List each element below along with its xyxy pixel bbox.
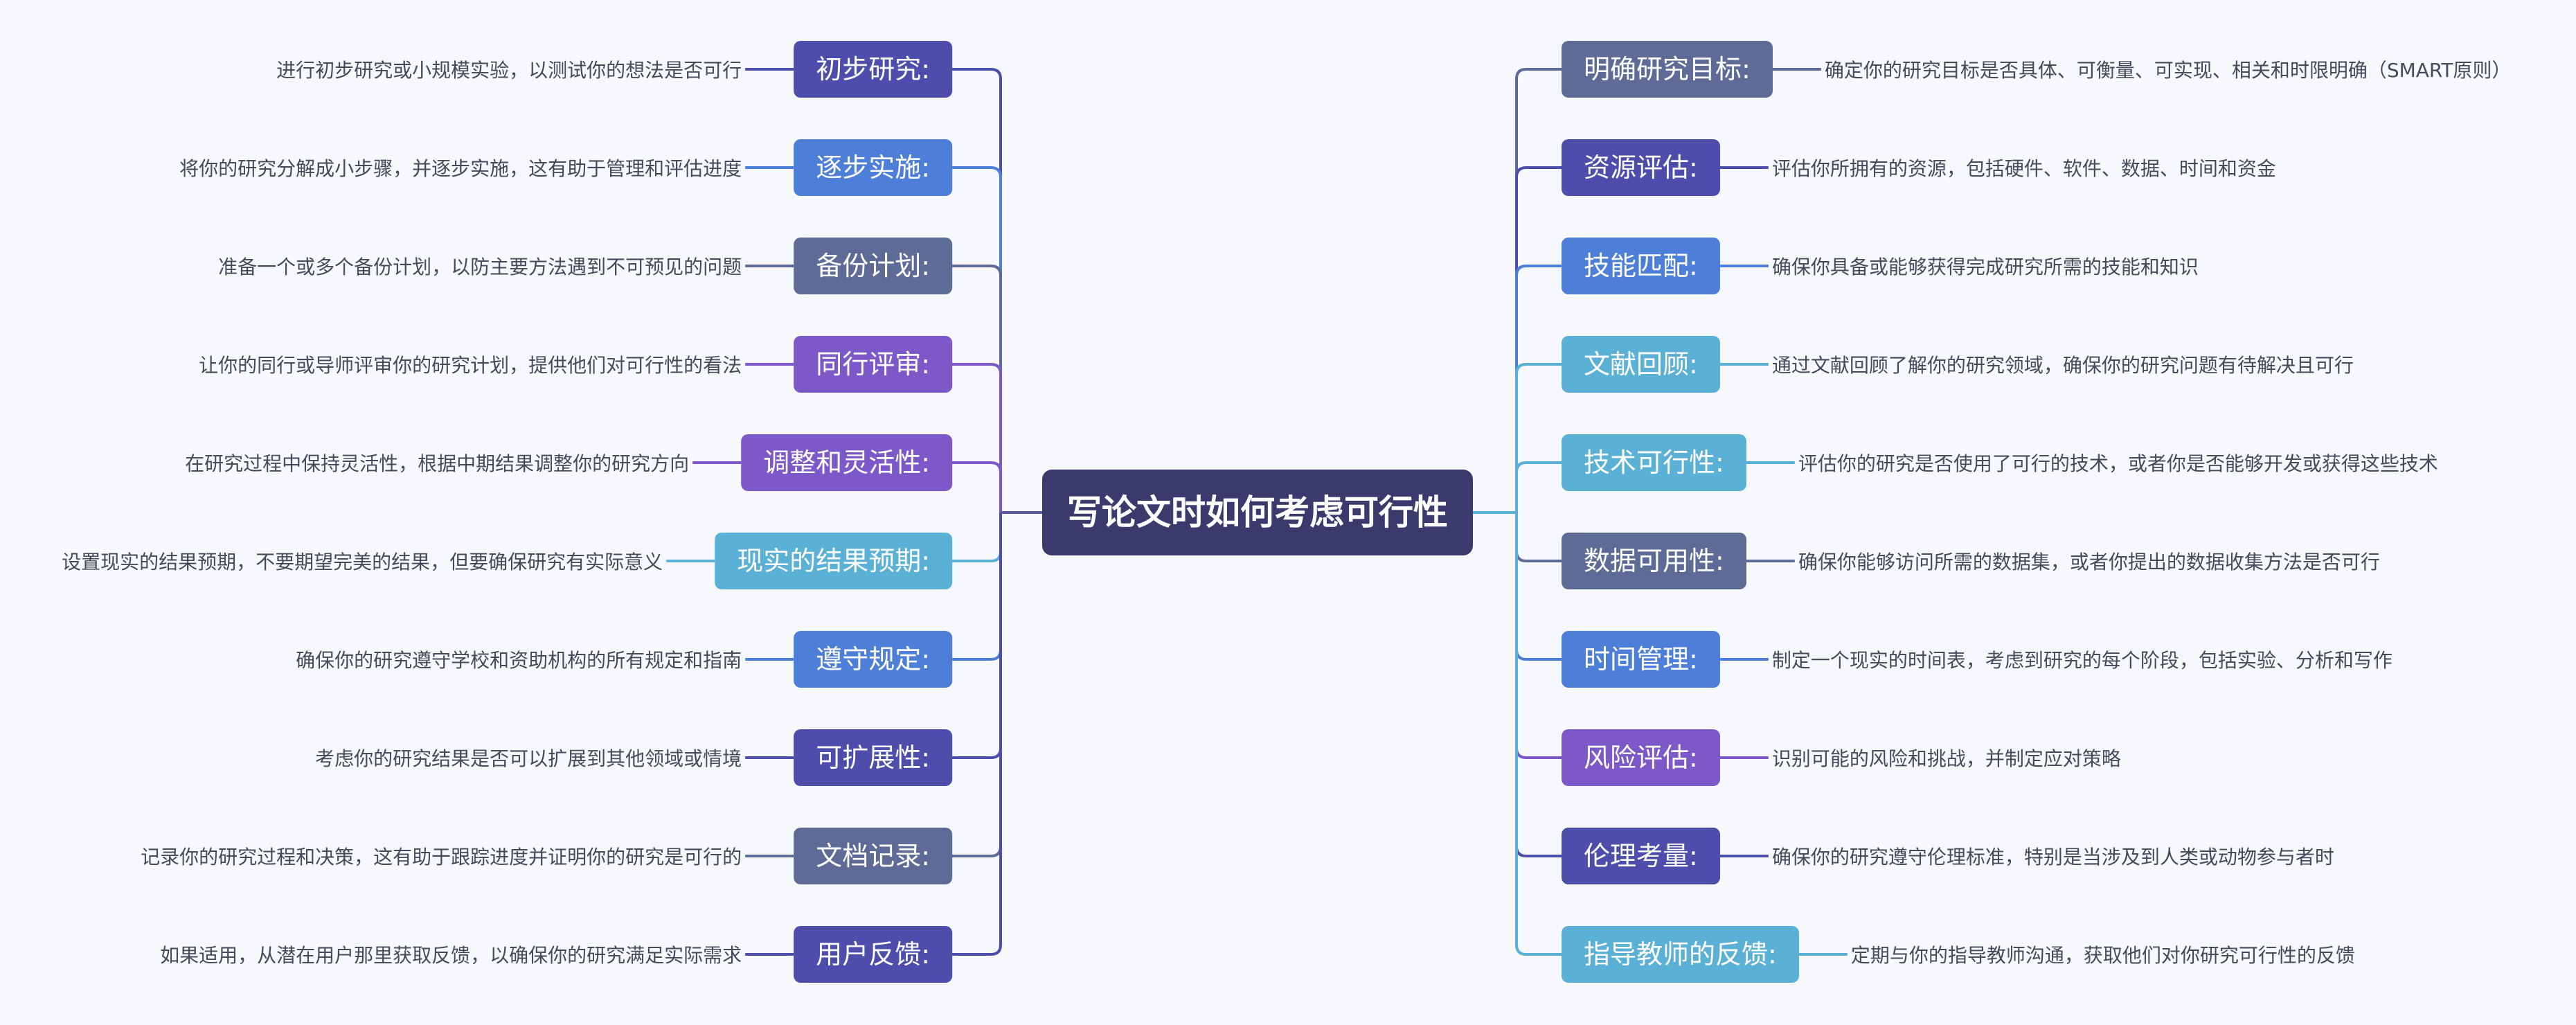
branch-description: 将你的研究分解成小步骤，并逐步实施，这有助于管理和评估进度 (179, 157, 742, 180)
branch-description: 确保你具备或能够获得完成研究所需的技能和知识 (1771, 256, 2199, 278)
branch-description: 通过文献回顾了解你的研究领域，确保你的研究问题有待解决且可行 (1771, 354, 2354, 377)
branch-description: 制定一个现实的时间表，考虑到研究的每个阶段，包括实验、分析和写作 (1771, 649, 2392, 672)
connector-branch-left (952, 512, 1002, 661)
branch-description: 定期与你的指导教师沟通，获取他们对你研究可行性的反馈 (1850, 944, 2355, 967)
connector-branch-right (1515, 166, 1562, 512)
connector-branch-right (1515, 512, 1562, 857)
branch-node[interactable]: 现实的结果预期: (715, 533, 952, 589)
connector-branch-right (1515, 512, 1562, 562)
connector-branch-right (1515, 363, 1562, 512)
connector-branch-left (952, 166, 1002, 512)
branch-node[interactable]: 同行评审: (794, 336, 952, 393)
branch-description: 确定你的研究目标是否具体、可衡量、可实现、相关和时限明确（SMART原则） (1824, 59, 2512, 82)
branch-description: 准备一个或多个备份计划，以防主要方法遇到不可预见的问题 (218, 256, 742, 278)
connector-branch-left (952, 512, 1002, 956)
branch-node[interactable]: 用户反馈: (794, 926, 952, 983)
branch-node[interactable]: 初步研究: (794, 41, 952, 98)
branch-node[interactable]: 时间管理: (1562, 631, 1720, 688)
branch-node[interactable]: 数据可用性: (1562, 533, 1746, 589)
branch-node[interactable]: 文档记录: (794, 828, 952, 884)
branch-description: 确保你的研究遵守学校和资助机构的所有规定和指南 (296, 649, 742, 672)
central-topic[interactable]: 写论文时如何考虑可行性 (1042, 470, 1473, 555)
branch-node[interactable]: 逐步实施: (794, 139, 952, 196)
branch-node[interactable]: 风险评估: (1562, 729, 1720, 786)
connector-branch-left (952, 461, 1002, 512)
branch-description: 进行初步研究或小规模实验，以测试你的想法是否可行 (276, 59, 742, 82)
connector-branch-right (1515, 512, 1562, 956)
connector-branch-left (952, 512, 1002, 857)
branch-description: 如果适用，从潜在用户那里获取反馈，以确保你的研究满足实际需求 (160, 944, 742, 967)
branch-description: 在研究过程中保持灵活性，根据中期结果调整你的研究方向 (185, 452, 690, 475)
connector-branch-right (1515, 461, 1562, 512)
branch-description: 确保你的研究遵守伦理标准，特别是当涉及到人类或动物参与者时 (1771, 846, 2334, 868)
branch-node[interactable]: 遵守规定: (794, 631, 952, 688)
branch-node[interactable]: 技能匹配: (1562, 238, 1720, 294)
connector-branch-right (1515, 68, 1562, 512)
connector-branch-left (952, 265, 1002, 512)
branch-node[interactable]: 明确研究目标: (1562, 41, 1773, 98)
branch-description: 评估你的研究是否使用了可行的技术，或者你是否能够开发或获得这些技术 (1798, 452, 2438, 475)
branch-description: 确保你能够访问所需的数据集，或者你提出的数据收集方法是否可行 (1798, 551, 2380, 573)
connector-branch-left (952, 363, 1002, 512)
branch-node[interactable]: 文献回顾: (1562, 336, 1720, 393)
branch-description: 识别可能的风险和挑战，并制定应对策略 (1771, 747, 2121, 770)
connector-branch-left (952, 512, 1002, 562)
connector-branch-right (1515, 512, 1562, 759)
branch-description: 考虑你的研究结果是否可以扩展到其他领域或情境 (315, 747, 742, 770)
connector-branch-right (1515, 265, 1562, 512)
branch-node[interactable]: 资源评估: (1562, 139, 1720, 196)
branch-node[interactable]: 备份计划: (794, 238, 952, 294)
branch-description: 记录你的研究过程和决策，这有助于跟踪进度并证明你的研究是可行的 (141, 846, 742, 868)
branch-description: 设置现实的结果预期，不要期望完美的结果，但要确保研究有实际意义 (62, 551, 663, 573)
branch-node[interactable]: 调整和灵活性: (741, 434, 952, 491)
branch-description: 评估你所拥有的资源，包括硬件、软件、数据、时间和资金 (1771, 157, 2276, 180)
branch-node[interactable]: 可扩展性: (794, 729, 952, 786)
connector-branch-right (1515, 512, 1562, 661)
branch-node[interactable]: 技术可行性: (1562, 434, 1746, 491)
branch-node[interactable]: 指导教师的反馈: (1562, 926, 1799, 983)
connector-branch-left (952, 68, 1002, 512)
branch-description: 让你的同行或导师评审你的研究计划，提供他们对可行性的看法 (199, 354, 742, 377)
branch-node[interactable]: 伦理考量: (1562, 828, 1720, 884)
connector-branch-left (952, 512, 1002, 759)
